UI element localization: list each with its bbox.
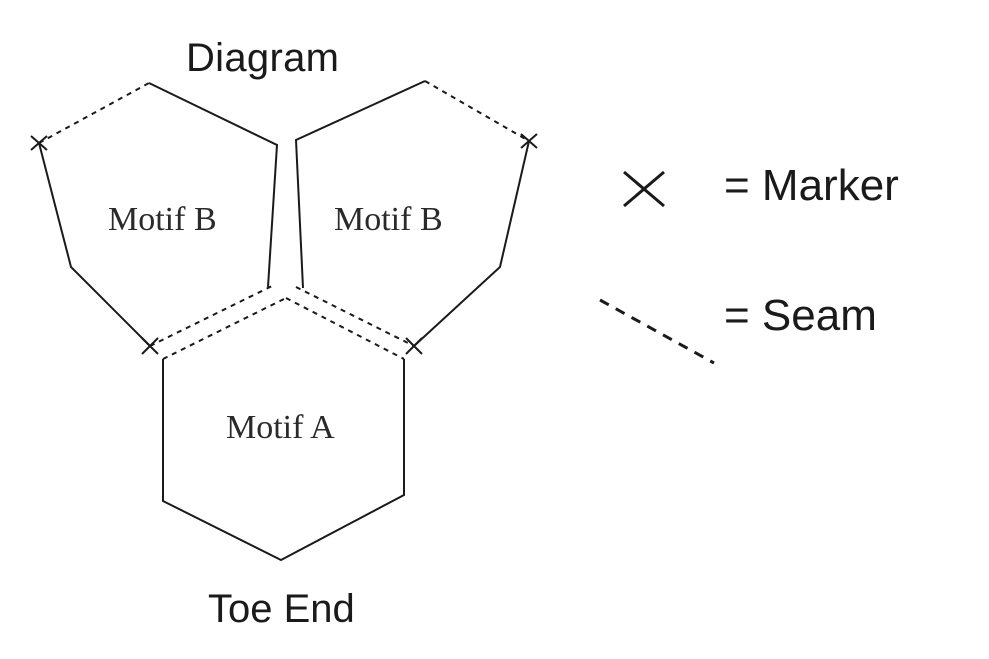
left-seam-line-1 — [149, 285, 273, 347]
left-seam-line-2 — [162, 297, 287, 360]
legend-seam-label: = Seam — [724, 291, 877, 340]
right-seam-line-1 — [285, 297, 405, 360]
diagram-title: Diagram — [186, 36, 340, 80]
marker-top-left — [30, 135, 48, 151]
center-seams — [149, 285, 415, 360]
marker-right-junction — [405, 337, 423, 355]
right-motif-b-shape — [294, 80, 530, 347]
center-motif-a-shape — [162, 359, 405, 562]
left-motif-seam-top — [38, 82, 150, 144]
right-motif-label: Motif B — [334, 201, 443, 238]
legend-marker-label: = Marker — [724, 161, 899, 210]
legend-marker-icon — [623, 170, 665, 208]
right-seam-line-2 — [295, 286, 415, 347]
left-motif-solid-outline — [38, 82, 279, 347]
marker-left-junction — [141, 337, 159, 355]
legend-seam-icon — [599, 298, 715, 365]
right-motif-seam-top — [424, 80, 530, 142]
left-motif-label: Motif B — [108, 201, 217, 238]
bottom-motif-label: Motif A — [226, 409, 335, 446]
right-motif-solid-outline — [294, 80, 530, 347]
markers — [30, 133, 538, 355]
toe-end-label: Toe End — [208, 587, 355, 631]
center-motif-solid-outline — [162, 359, 405, 562]
marker-top-right — [520, 133, 538, 149]
left-motif-b-shape — [38, 82, 279, 347]
